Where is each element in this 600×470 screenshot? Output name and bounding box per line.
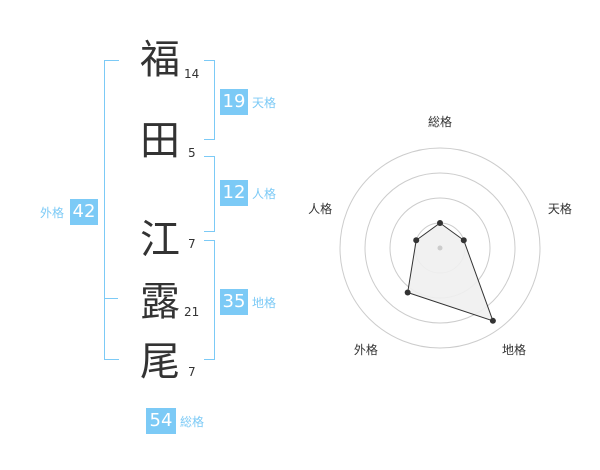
radar-axis-label: 総格 — [428, 114, 452, 129]
jinkaku-value: 12 — [220, 180, 248, 206]
radar-point-5 — [413, 237, 420, 244]
name-char-5: 尾 — [140, 339, 180, 385]
soukaku-label: 総格 — [180, 415, 205, 429]
gaikaku-label: 外格 — [40, 206, 65, 220]
radar-area — [407, 222, 494, 322]
soukaku-value: 54 — [146, 408, 176, 434]
name-char-1: 福 — [140, 37, 180, 83]
tenkaku-label: 天格 — [252, 96, 277, 110]
radar-center-dot — [437, 245, 443, 251]
jinkaku-bracket — [204, 156, 215, 232]
tenkaku-bracket — [204, 60, 215, 140]
name-char-3: 江 — [140, 217, 180, 263]
radar-ring-3 — [364, 172, 516, 324]
stroke-count-2: 5 — [188, 146, 196, 160]
radar-point-1 — [437, 220, 443, 226]
radar-ring-4 — [339, 147, 541, 349]
stroke-count-4: 21 — [184, 305, 200, 319]
radar-point-4 — [404, 289, 411, 296]
gaikaku-divider — [104, 298, 118, 299]
chikaku-value: 35 — [220, 289, 248, 315]
radar-axis-label: 外格 — [354, 342, 378, 357]
stroke-count-1: 14 — [184, 67, 200, 81]
radar-axis-label: 地格 — [502, 342, 526, 357]
radar-axis-label: 人格 — [308, 201, 332, 216]
name-char-2: 田 — [140, 118, 180, 164]
stroke-count-5: 7 — [188, 365, 196, 379]
radar-point-2 — [460, 237, 467, 244]
name-char-4: 露 — [140, 279, 180, 325]
chikaku-bracket — [204, 240, 215, 360]
tenkaku-value: 19 — [220, 89, 248, 115]
radar-axis-label: 天格 — [548, 201, 572, 216]
radar-point-3 — [489, 317, 496, 324]
gaikaku-bracket — [104, 60, 119, 360]
jinkaku-label: 人格 — [252, 187, 277, 201]
gaikaku-value: 42 — [70, 199, 98, 225]
stroke-count-3: 7 — [188, 237, 196, 251]
chikaku-label: 地格 — [252, 296, 277, 310]
